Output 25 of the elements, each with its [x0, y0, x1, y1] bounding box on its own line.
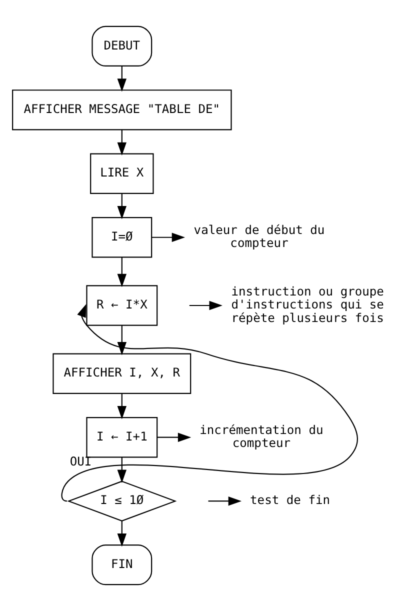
arrow — [157, 432, 192, 442]
node-text: incrémentation du compteur — [200, 422, 324, 450]
node-box: I=Ø — [92, 217, 152, 258]
arrow — [117, 394, 127, 420]
arrow — [117, 257, 127, 288]
node-box: R ← I*X — [86, 285, 158, 326]
arrow — [117, 457, 127, 483]
arrow — [117, 130, 127, 156]
node-box: AFFICHER MESSAGE "TABLE DE" — [12, 90, 232, 130]
node-text: instruction ou groupe d'instructions qui se répète plusieurs fois — [231, 284, 384, 325]
node-text: valeur de début du compteur — [194, 222, 325, 250]
arrow — [117, 194, 127, 220]
arrow — [117, 521, 127, 547]
node-box: I ← I+1 — [86, 417, 158, 458]
node-box: AFFICHER I, X, R — [52, 353, 192, 394]
arrow — [117, 325, 127, 356]
node-text: test de fin — [250, 493, 330, 508]
node-box: FIN — [92, 544, 152, 586]
node-box: DEBUT — [92, 26, 152, 66]
arrow — [189, 300, 222, 310]
node-box: LIRE X — [90, 153, 154, 194]
arrow — [117, 66, 127, 92]
arrow — [152, 232, 186, 242]
arrow — [208, 496, 242, 506]
node-diamond: I ≤ 1Ø — [67, 480, 177, 522]
